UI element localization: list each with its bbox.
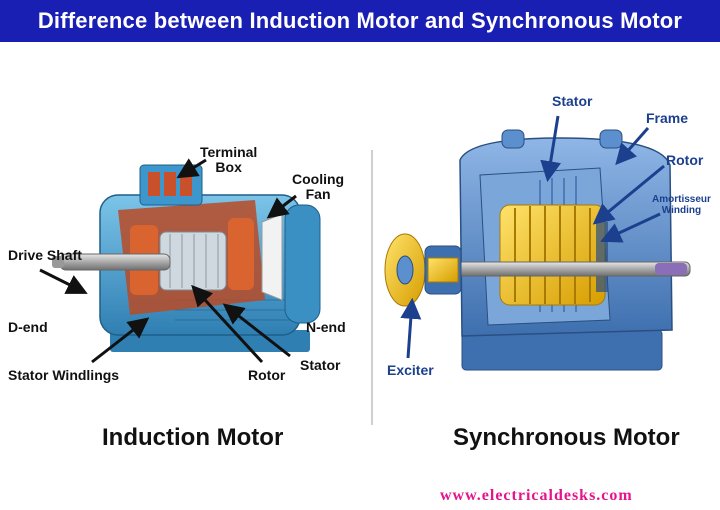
label-sync-rotor: Rotor	[666, 152, 704, 168]
label-n-end: N-end	[306, 319, 346, 335]
caption-synchronous-motor: Synchronous Motor	[453, 424, 680, 451]
label-amortisseur-line1: Amortisseur	[652, 194, 711, 205]
caption-induction-motor: Induction Motor	[102, 424, 284, 451]
website-url: www.electricaldesks.com	[440, 487, 633, 504]
label-sync-stator: Stator	[552, 93, 593, 109]
label-cooling-fan-line1: Cooling	[292, 171, 345, 187]
label-terminal-box: Terminal Box	[200, 145, 257, 175]
motors-illustration	[39, 115, 691, 371]
induction-fan-cowl	[284, 204, 321, 324]
sync-amortisseur-winding	[596, 222, 608, 292]
label-amortisseur-line2: Winding	[661, 205, 702, 216]
label-amortisseur-winding: Amortisseur Winding	[652, 194, 711, 216]
label-d-end: D-end	[8, 319, 48, 335]
page-title-banner: Difference between Induction Motor and S…	[0, 0, 720, 42]
page-title: Difference between Induction Motor and S…	[37, 8, 683, 33]
synchronous-motor-drawing	[384, 115, 691, 371]
label-cooling-fan: Cooling Fan	[292, 172, 344, 202]
label-induction-rotor: Rotor	[248, 367, 286, 383]
label-drive-shaft: Drive Shaft	[8, 247, 82, 263]
label-terminal-box-line1: Terminal	[200, 144, 258, 160]
label-induction-stator: Stator	[300, 357, 341, 373]
induction-motor-drawing	[39, 158, 321, 364]
induction-stator-winding-rear	[228, 218, 254, 290]
sync-base	[461, 329, 663, 371]
label-terminal-box-line2: Box	[215, 159, 242, 175]
section-divider	[371, 150, 373, 425]
label-stator-windings: Stator Windlings	[8, 367, 120, 383]
label-cooling-fan-line2: Fan	[305, 186, 331, 202]
label-exciter: Exciter	[387, 362, 434, 378]
label-sync-frame: Frame	[646, 110, 689, 126]
